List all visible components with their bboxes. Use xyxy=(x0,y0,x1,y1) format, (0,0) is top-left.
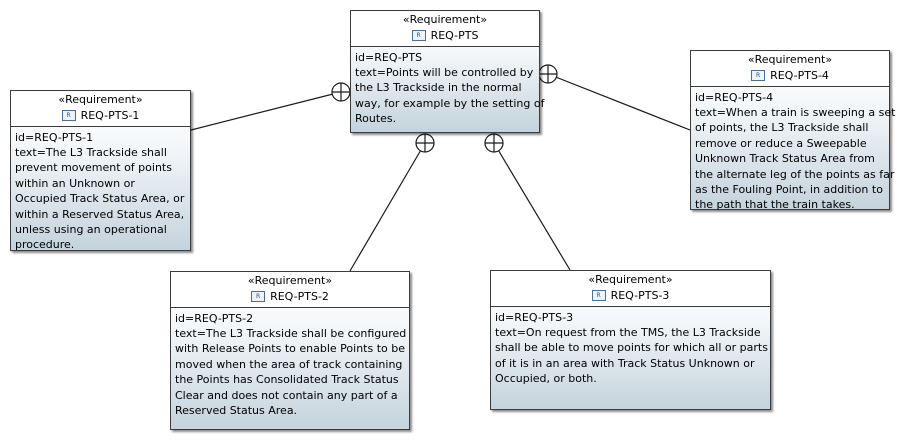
requirement-body: id=REQ-PTS-1 text=The L3 Trackside shall… xyxy=(11,127,190,257)
requirement-text-line: the path that the train takes. xyxy=(695,198,855,212)
requirement-text-line: text=When a train is sweeping a set xyxy=(695,105,896,119)
requirement-name: REQ-PTS-2 xyxy=(270,289,329,303)
stereotype-label: «Requirement» xyxy=(747,53,833,66)
requirement-body: id=REQ-PTS-4 text=When a train is sweepi… xyxy=(691,87,896,217)
requirement-text-line: text=The L3 Trackside shall be configure… xyxy=(175,326,407,340)
requirement-text-line: shall be able to move points for which a… xyxy=(495,341,768,355)
requirement-req-pts-2[interactable]: «Requirement» R REQ-PTS-2 id=REQ-PTS-2 t… xyxy=(170,271,410,430)
requirement-id: id=REQ-PTS xyxy=(355,50,423,64)
requirement-text-line: of points, the L3 Trackside shall xyxy=(695,121,869,135)
requirement-header: «Requirement» R REQ-PTS-3 xyxy=(491,271,770,307)
containment-link-pts-2[interactable] xyxy=(349,142,426,272)
containment-link-pts-1[interactable] xyxy=(190,91,342,131)
requirement-text-line: prevent movement of points xyxy=(15,161,172,175)
requirement-text-line: with Release Points to enable Points to … xyxy=(175,342,406,356)
requirement-text-line: text=The L3 Trackside shall xyxy=(15,145,167,159)
requirement-id: id=REQ-PTS-2 xyxy=(175,311,254,325)
requirement-text-line: the Points has Consolidated Track Status xyxy=(175,373,399,387)
containment-marker-pts-4 xyxy=(538,64,558,84)
requirement-id: id=REQ-PTS-3 xyxy=(495,310,574,324)
requirement-text-line: the L3 Trackside in the normal xyxy=(355,81,522,95)
requirement-text-line: the alternate leg of the points as far xyxy=(695,167,895,181)
requirement-text-line: text=On request from the TMS, the L3 Tra… xyxy=(495,325,761,339)
stereotype-label: «Requirement» xyxy=(402,13,488,26)
requirement-text-line: Routes. xyxy=(355,112,397,126)
requirement-text-line: Occupied Track Status Area, or xyxy=(15,192,185,206)
requirement-id: id=REQ-PTS-1 xyxy=(15,130,94,144)
requirement-text-line: of it is in an area with Track Status Un… xyxy=(495,356,755,370)
requirement-icon: R xyxy=(251,291,266,302)
requirement-text-line: way, for example by the setting of xyxy=(355,96,545,110)
stereotype-label: «Requirement» xyxy=(247,274,333,287)
containment-marker-pts-3 xyxy=(484,133,504,153)
requirement-text-line: as the Fouling Point, in addition to xyxy=(695,182,883,196)
requirement-body: id=REQ-PTS-3 text=On request from the TM… xyxy=(491,307,770,391)
requirement-req-pts-1[interactable]: «Requirement» R REQ-PTS-1 id=REQ-PTS-1 t… xyxy=(10,90,191,251)
requirement-text-line: procedure. xyxy=(15,238,75,252)
requirement-text-line: Reserved Status Area. xyxy=(175,403,298,417)
requirement-text-line: unless using an operational xyxy=(15,222,167,236)
requirement-text-line: remove or reduce a Sweepable xyxy=(695,136,867,150)
requirement-req-pts[interactable]: «Requirement» R REQ-PTS id=REQ-PTS text=… xyxy=(350,10,545,133)
requirement-text-line: text=Points will be controlled by xyxy=(355,65,534,79)
requirement-name: REQ-PTS-3 xyxy=(610,288,670,302)
requirement-text-line: moved when the area of track containing xyxy=(175,357,403,371)
requirement-text-line: Clear and does not contain any part of a xyxy=(175,388,398,402)
requirement-name: REQ-PTS-4 xyxy=(770,68,829,82)
containment-marker-pts-1 xyxy=(331,82,351,102)
containment-link-pts-4[interactable] xyxy=(547,73,691,131)
requirement-icon: R xyxy=(751,70,766,81)
requirement-header: «Requirement» R REQ-PTS xyxy=(351,11,539,47)
requirement-header: «Requirement» R REQ-PTS-1 xyxy=(11,91,190,127)
requirement-icon: R xyxy=(591,290,606,301)
requirement-text-line: Occupied, or both. xyxy=(495,372,597,386)
containment-link-pts-3[interactable] xyxy=(493,142,571,271)
requirement-text-line: within a Reserved Status Area, xyxy=(15,207,185,221)
requirement-text-line: Unknown Track Status Area from xyxy=(695,152,875,166)
requirement-req-pts-4[interactable]: «Requirement» R REQ-PTS-4 id=REQ-PTS-4 t… xyxy=(690,50,895,211)
requirement-header: «Requirement» R REQ-PTS-4 xyxy=(691,51,889,87)
requirement-body: id=REQ-PTS-2 text=The L3 Trackside shall… xyxy=(171,308,409,423)
requirement-id: id=REQ-PTS-4 xyxy=(695,90,774,104)
requirement-name: REQ-PTS-1 xyxy=(80,108,140,122)
containment-marker-pts-2 xyxy=(415,133,435,153)
requirement-body: id=REQ-PTS text=Points will be controlle… xyxy=(351,47,545,131)
requirement-name: REQ-PTS xyxy=(430,28,479,42)
requirement-req-pts-3[interactable]: «Requirement» R REQ-PTS-3 id=REQ-PTS-3 t… xyxy=(490,270,771,410)
requirement-text-line: within an Unknown or xyxy=(15,176,135,190)
stereotype-label: «Requirement» xyxy=(58,93,143,106)
stereotype-label: «Requirement» xyxy=(588,273,673,286)
requirement-icon: R xyxy=(411,30,426,41)
requirement-header: «Requirement» R REQ-PTS-2 xyxy=(171,272,409,308)
requirement-icon: R xyxy=(61,110,76,121)
